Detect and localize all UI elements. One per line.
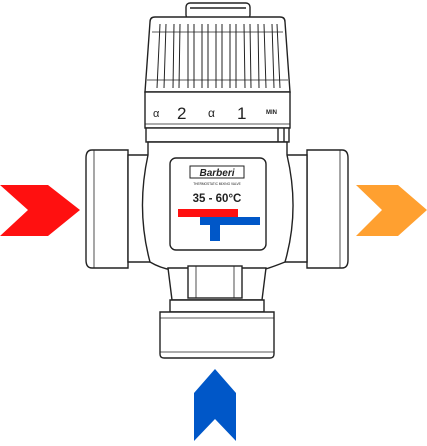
right-outlet-port bbox=[284, 149, 349, 269]
dial-setting-1: 1 bbox=[237, 104, 246, 123]
dial-min-label: MIN bbox=[266, 110, 277, 116]
mixed-outlet-arrow bbox=[356, 185, 427, 236]
valve-top-cap bbox=[185, 2, 251, 20]
brand-subtitle: THERMOSTATIC MIXING VALVE bbox=[193, 182, 241, 186]
brand-name: Barberi bbox=[199, 168, 234, 179]
dial-mark-alpha-mid: α bbox=[208, 106, 215, 120]
temperature-scale-ring bbox=[144, 91, 291, 150]
label-plate bbox=[169, 157, 267, 251]
temperature-range-label: 35 - 60°C bbox=[193, 193, 242, 205]
dial-mark-alpha-left: α bbox=[153, 108, 160, 120]
left-inlet-port bbox=[85, 149, 151, 269]
dial-markings: α 2 α 1 MIN bbox=[153, 104, 277, 123]
cold-inlet-arrow bbox=[194, 369, 236, 441]
dial-setting-2: 2 bbox=[177, 104, 186, 123]
hot-cold-mixing-symbol bbox=[178, 209, 260, 241]
brand-logo: Barberi THERMOSTATIC MIXING VALVE bbox=[189, 165, 245, 186]
bottom-cold-inlet-port bbox=[159, 311, 275, 359]
adjustment-knob bbox=[144, 16, 291, 93]
bottom-neck bbox=[167, 265, 267, 313]
hot-inlet-arrow bbox=[0, 185, 80, 236]
